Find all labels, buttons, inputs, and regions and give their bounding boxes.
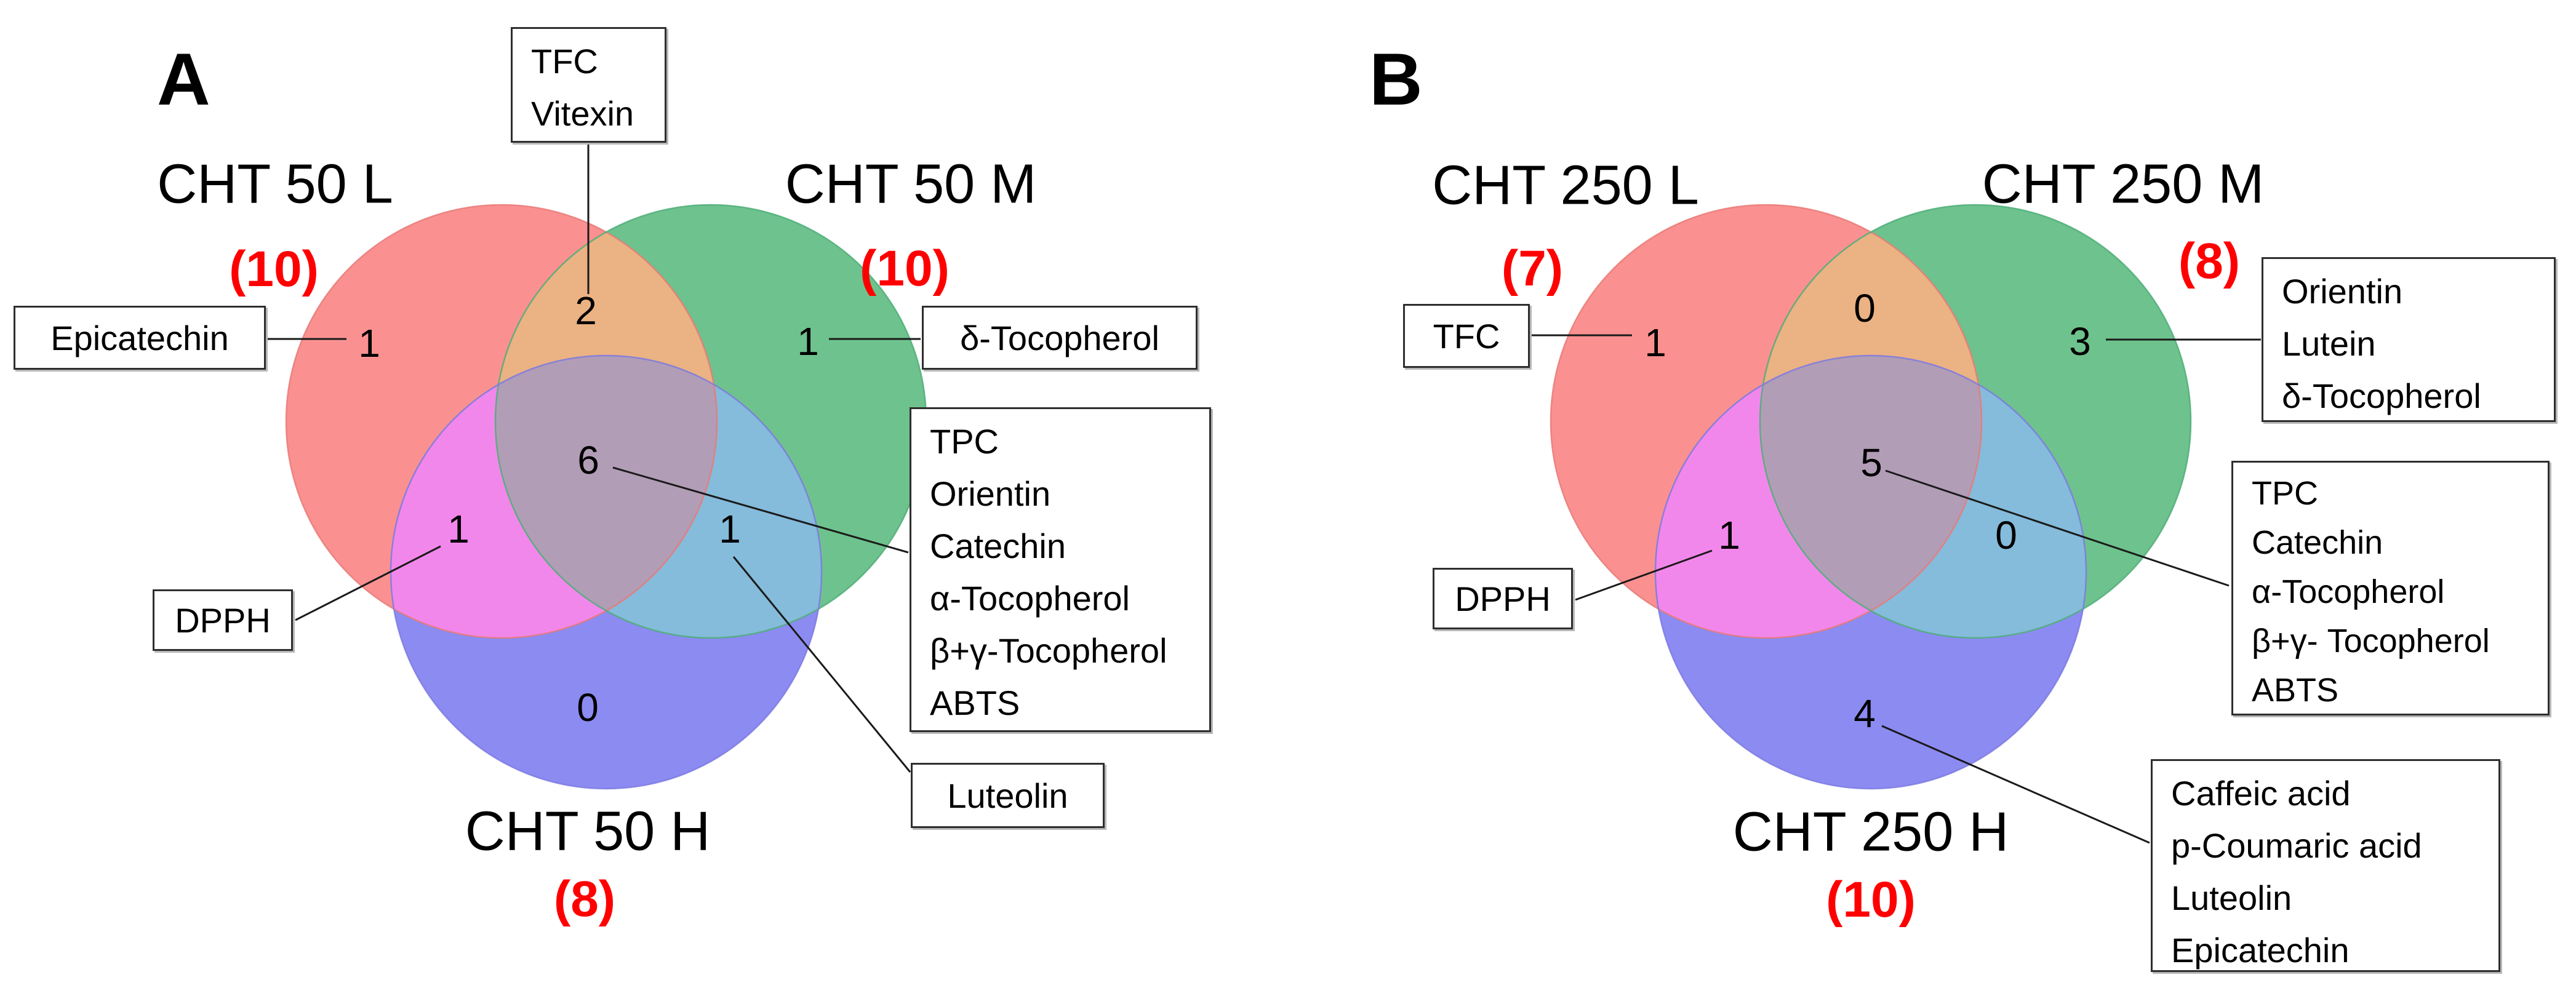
panel-b-value-lh: 1 (1718, 513, 1740, 557)
panel-b-set-h-count: (10) (1826, 872, 1916, 928)
panel-b-value-mh: 0 (1995, 513, 2017, 557)
panel-a-set-h-title: CHT 50 H (465, 800, 711, 863)
panel-b-letter: B (1369, 38, 1423, 121)
venn-b-outline-l (1550, 204, 1983, 639)
panel-b-set-h-title: CHT 250 H (1732, 801, 2009, 863)
panel-b-set-l-title: CHT 250 L (1432, 154, 1699, 217)
connector-luteolin-a (732, 556, 911, 773)
panel-a-set-l-title: CHT 50 L (157, 153, 393, 215)
callout-luteolin: Luteolin (911, 763, 1105, 828)
panel-a-value-lh: 1 (447, 507, 470, 551)
callout-dpph-b: DPPH (1433, 568, 1573, 629)
connector-tpc-b (1885, 469, 2230, 587)
panel-a-letter: A (157, 38, 210, 121)
connector-dpph-a (295, 545, 441, 621)
panel-b-set-m-title: CHT 250 M (1982, 153, 2265, 215)
callout-epicatechin: Epicatechin (14, 306, 266, 370)
callout-shared-compounds-b: TPC Catechin α-Tocopherol β+γ- Tocophero… (2231, 461, 2550, 715)
connector-tpc-a (612, 466, 909, 554)
venn-b-outline-m (1759, 204, 2192, 639)
connector-lines-b (1531, 334, 2261, 844)
panel-a-set-m-count: (10) (860, 241, 950, 297)
callout-tfc-vitexin: TFC Vitexin (511, 27, 666, 143)
panel-b-set-m-count: (8) (2178, 233, 2241, 289)
panel-b-set-l-count: (7) (1501, 241, 1564, 297)
connector-dpph-b (1575, 549, 1713, 601)
panel-b-value-l-only: 1 (1644, 321, 1666, 365)
callout-dpph-a: DPPH (153, 589, 293, 651)
panel-b-value-center: 5 (1860, 440, 1882, 485)
callout-orientin-lutein: Orientin Lutein δ-Tocopherol (2262, 257, 2556, 422)
callout-caffeic-group: Caffeic acid p-Coumaric acid Luteolin Ep… (2151, 759, 2500, 972)
callout-delta-tocopherol: δ-Tocopherol (922, 306, 1198, 370)
callout-tfc-b: TFC (1403, 304, 1530, 368)
venn-a-outline-l (285, 204, 718, 639)
venn-b-outline-h (1654, 354, 2087, 790)
panel-a-value-center: 6 (577, 438, 599, 482)
panel-b-value-lm: 0 (1854, 286, 1876, 330)
panel-b-value-h-only: 4 (1854, 691, 1876, 736)
panel-a-set-m-title: CHT 50 M (785, 153, 1037, 215)
callout-shared-compounds-a: TPC Orientin Catechin α-Tocopherol β+γ-T… (910, 407, 1211, 732)
panel-a-set-h-count: (8) (553, 871, 616, 927)
panel-a-value-mh: 1 (719, 507, 741, 551)
connector-caffeic-b (1881, 725, 2150, 844)
connector-lines-a (267, 143, 921, 773)
panel-a-value-lm: 2 (575, 289, 597, 333)
panel-a-value-m-only: 1 (797, 319, 819, 364)
panel-a-set-l-count: (10) (229, 241, 319, 297)
panel-a-value-l-only: 1 (358, 321, 380, 365)
panel-b-value-m-only: 3 (2069, 319, 2091, 364)
panel-a-value-h-only: 0 (577, 685, 599, 730)
